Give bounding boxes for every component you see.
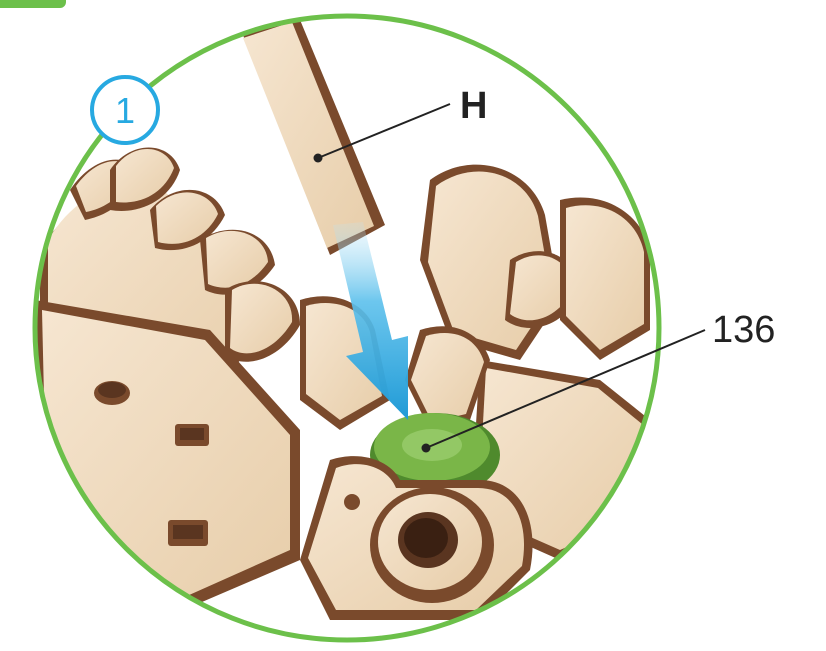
label-part-h: H [460, 85, 487, 127]
step-number: 1 [115, 90, 135, 131]
label-part-136: 136 [712, 309, 775, 351]
step-badge: 1 [92, 77, 158, 143]
